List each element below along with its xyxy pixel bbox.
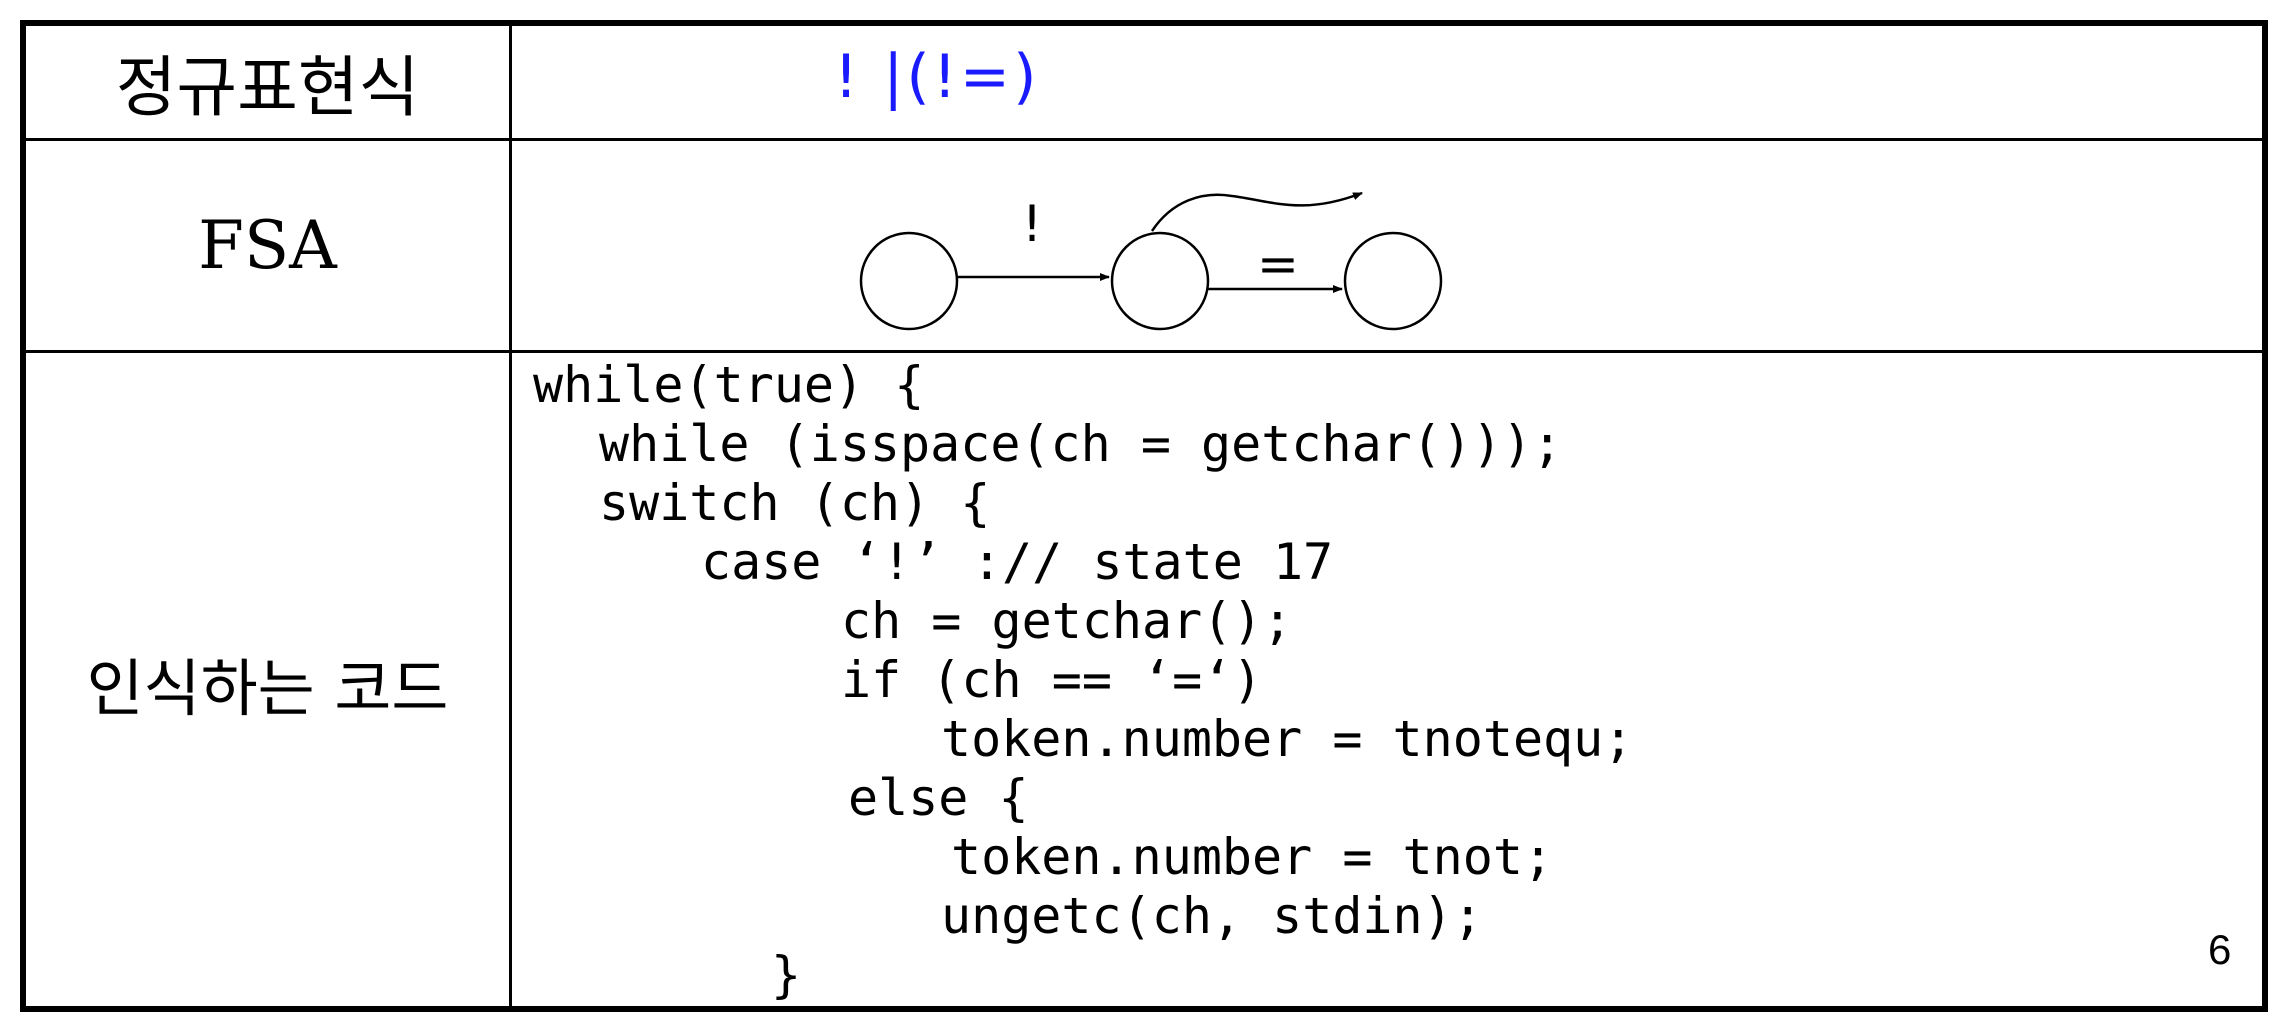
page-number: 6 <box>2208 926 2232 973</box>
fsa-state-final <box>1343 231 1443 331</box>
fsa-state-middle <box>1110 231 1210 331</box>
code-line: ungetc(ch, stdin); <box>941 887 1483 945</box>
row-divider <box>26 138 2262 141</box>
regex-row-label: 정규표현식 <box>115 49 420 126</box>
code-line: case ‘!’ :// state 17 <box>701 533 1334 591</box>
code-line: while(true) { <box>533 356 925 414</box>
column-divider <box>509 26 512 1006</box>
fsa-exit-arrow <box>1150 191 1363 232</box>
fsa-row-label: FSA <box>198 207 337 284</box>
fsa-transition-equals-label: = <box>1257 235 1299 293</box>
code-row-label: 인식하는 코드 <box>86 651 449 725</box>
code-line: ch = getchar(); <box>841 592 1293 650</box>
code-line: } <box>771 946 802 1004</box>
row-divider <box>26 350 2262 353</box>
code-line: switch (ch) { <box>599 474 991 532</box>
fsa-transition-bang-label: ! <box>1022 195 1042 253</box>
code-line: if (ch == ‘=‘) <box>841 651 1263 709</box>
regex-expression: ! |(!=) <box>834 42 1040 112</box>
fsa-state-start <box>859 231 959 331</box>
fsa-diagram: ! = <box>859 191 1443 331</box>
code-line: else { <box>848 769 1029 827</box>
code-line: token.number = tnot; <box>951 828 1554 886</box>
token-table: 정규표현식 FSA 인식하는 코드 ! |(!=) ! = while(true… <box>20 20 2268 1012</box>
code-line: while (isspace(ch = getchar())); <box>599 415 1563 473</box>
code-line: token.number = tnotequ; <box>941 710 1634 768</box>
